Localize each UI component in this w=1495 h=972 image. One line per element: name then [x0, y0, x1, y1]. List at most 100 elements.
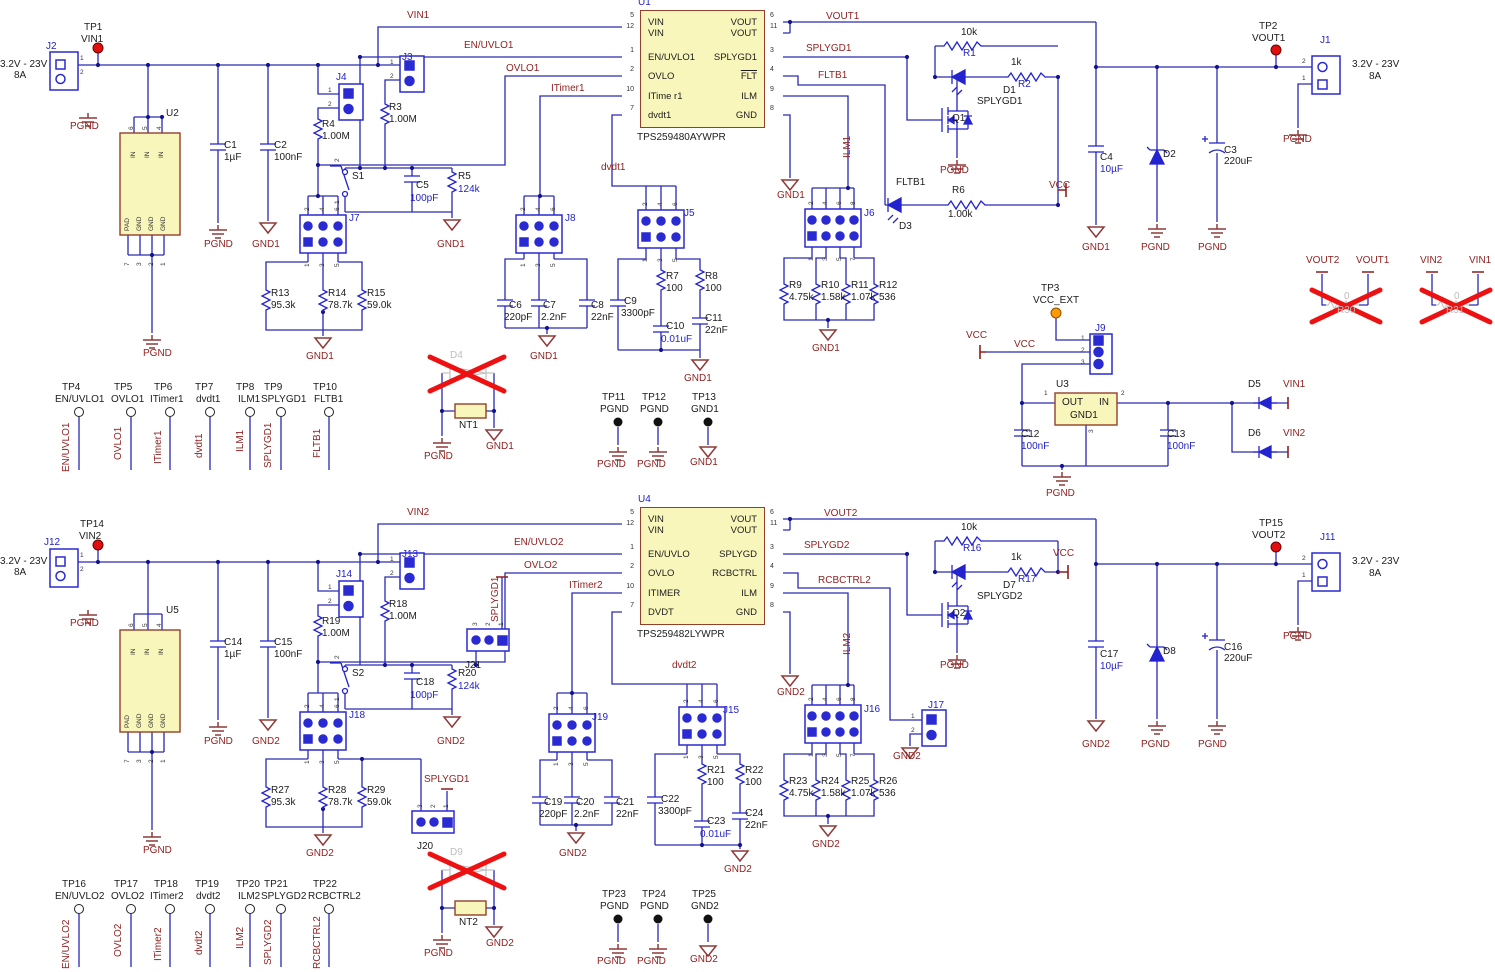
label-c23: C23	[707, 816, 726, 827]
label-220uf: 220uF	[1224, 156, 1253, 167]
pin-number: 7	[630, 105, 634, 112]
label-tp12: TP12	[642, 392, 666, 403]
label-c4: C4	[1100, 152, 1113, 163]
label-r20: R20	[458, 668, 477, 679]
label-j18: J18	[349, 710, 366, 721]
label-8a: 8A	[14, 70, 27, 81]
ic-u4-pname: EN/UVLO	[648, 549, 690, 560]
label-pgnd: PGND	[424, 451, 453, 462]
label-r26: R26	[879, 776, 898, 787]
label-pgnd: PGND	[940, 660, 969, 671]
label-vin2: VIN2	[407, 507, 430, 518]
label-100nf: 100nF	[274, 152, 303, 163]
label-gnd1: GND1	[486, 441, 514, 452]
label-r14: R14	[328, 288, 347, 299]
pin-number: 2	[630, 563, 634, 570]
pin-number: 10	[626, 86, 634, 93]
label-d9: D9	[450, 847, 463, 858]
label-6: 6	[128, 623, 135, 627]
label-1: 1	[808, 753, 815, 757]
label-j8: J8	[565, 213, 576, 224]
label-1-00m: 1.00M	[389, 114, 417, 125]
label-6: 6	[550, 207, 557, 211]
label-8: 8	[850, 697, 857, 701]
label-ovlo1: OVLO1	[111, 394, 145, 405]
label-3: 3	[1088, 429, 1095, 433]
label-ilm2: ILM2	[238, 891, 261, 902]
label-22nf: 22nF	[745, 820, 768, 831]
label-gnd2: GND2	[690, 954, 718, 965]
label-3: 3	[319, 263, 326, 267]
label-95-3k: 95.3k	[271, 300, 296, 311]
label-3-2v-23v: 3.2V - 23V	[1352, 556, 1400, 567]
label-tp2: TP2	[1259, 21, 1278, 32]
label-2: 2	[334, 655, 341, 659]
label-r19: R19	[322, 616, 341, 627]
ic-u1-pname: OVLO	[648, 71, 675, 82]
label-out: OUT	[1062, 397, 1084, 408]
label-c8: C8	[591, 300, 604, 311]
label-1: 1	[553, 762, 560, 766]
pin-number: 2	[630, 66, 634, 73]
label-ovlo2: OVLO2	[111, 891, 145, 902]
label-1: 1	[1081, 335, 1085, 342]
pin-number: 4	[770, 563, 774, 570]
ic-u4	[640, 507, 765, 625]
dnp-x-marks	[427, 287, 1493, 891]
label-tp1: TP1	[84, 22, 103, 33]
label-5: 5	[583, 762, 590, 766]
label-vin1: VIN1	[407, 10, 430, 21]
label-78-7k: 78.7k	[328, 300, 353, 311]
label-ilm2: ILM2	[235, 926, 246, 949]
label-0-01uf: 0.01uF	[700, 829, 732, 840]
label-7: 7	[124, 759, 131, 763]
label-rcbctrl2: RCBCTRL2	[818, 575, 871, 586]
label-3: 3	[136, 759, 143, 763]
label-8: 8	[850, 201, 857, 205]
label-j6: J6	[864, 208, 875, 219]
label-splygd2: SPLYGD2	[261, 891, 307, 902]
pin-number: 6	[770, 12, 774, 19]
label-1-58k: 1.58k	[821, 788, 846, 799]
label-itimer1: ITimer1	[551, 83, 585, 94]
label-4: 4	[822, 201, 829, 205]
label-1: 1	[443, 804, 450, 808]
label-dvdt2: dvdt2	[194, 930, 205, 955]
label-tp7: TP7	[195, 382, 214, 393]
label-2: 2	[808, 697, 815, 701]
label-r16: R16	[963, 543, 982, 554]
label-r5: R5	[458, 171, 471, 182]
label-gnd1: GND1	[306, 351, 334, 362]
label-q2: Q2	[952, 608, 966, 619]
label-pgnd: PGND	[204, 239, 233, 250]
ic-u4-icref: U4	[638, 494, 651, 505]
label-3: 3	[417, 804, 424, 808]
ic-pin-name: VOUT	[730, 525, 757, 536]
label-gnd2: GND2	[559, 848, 587, 859]
label-100nf: 100nF	[1167, 441, 1196, 452]
label-u5: U5	[166, 605, 179, 616]
label-2: 2	[304, 704, 311, 708]
label-1: 1	[498, 622, 505, 626]
label-gnd: GND	[136, 216, 143, 231]
label-dvdt1: dvdt1	[194, 433, 205, 458]
label-j13: J13	[402, 549, 419, 560]
label-r31: R31	[1446, 305, 1465, 316]
label-d4: D4	[450, 350, 463, 361]
label-3-2v-23v: 3.2V - 23V	[1352, 59, 1400, 70]
label-j20: J20	[417, 841, 434, 852]
pin-number: 1	[630, 544, 634, 551]
label-gnd2: GND2	[1082, 739, 1110, 750]
label-s2: S2	[352, 668, 365, 679]
label-5: 5	[142, 126, 149, 130]
label-1: 1	[390, 556, 394, 563]
label-r23: R23	[789, 776, 808, 787]
label-2: 2	[304, 207, 311, 211]
label-tp16: TP16	[62, 879, 86, 890]
label-tp23: TP23	[602, 889, 626, 900]
label-d8: D8	[1163, 646, 1176, 657]
label-splygd1: SPLYGD1	[977, 96, 1023, 107]
label-2: 2	[553, 706, 560, 710]
label-4: 4	[319, 704, 326, 708]
label-tp10: TP10	[313, 382, 337, 393]
